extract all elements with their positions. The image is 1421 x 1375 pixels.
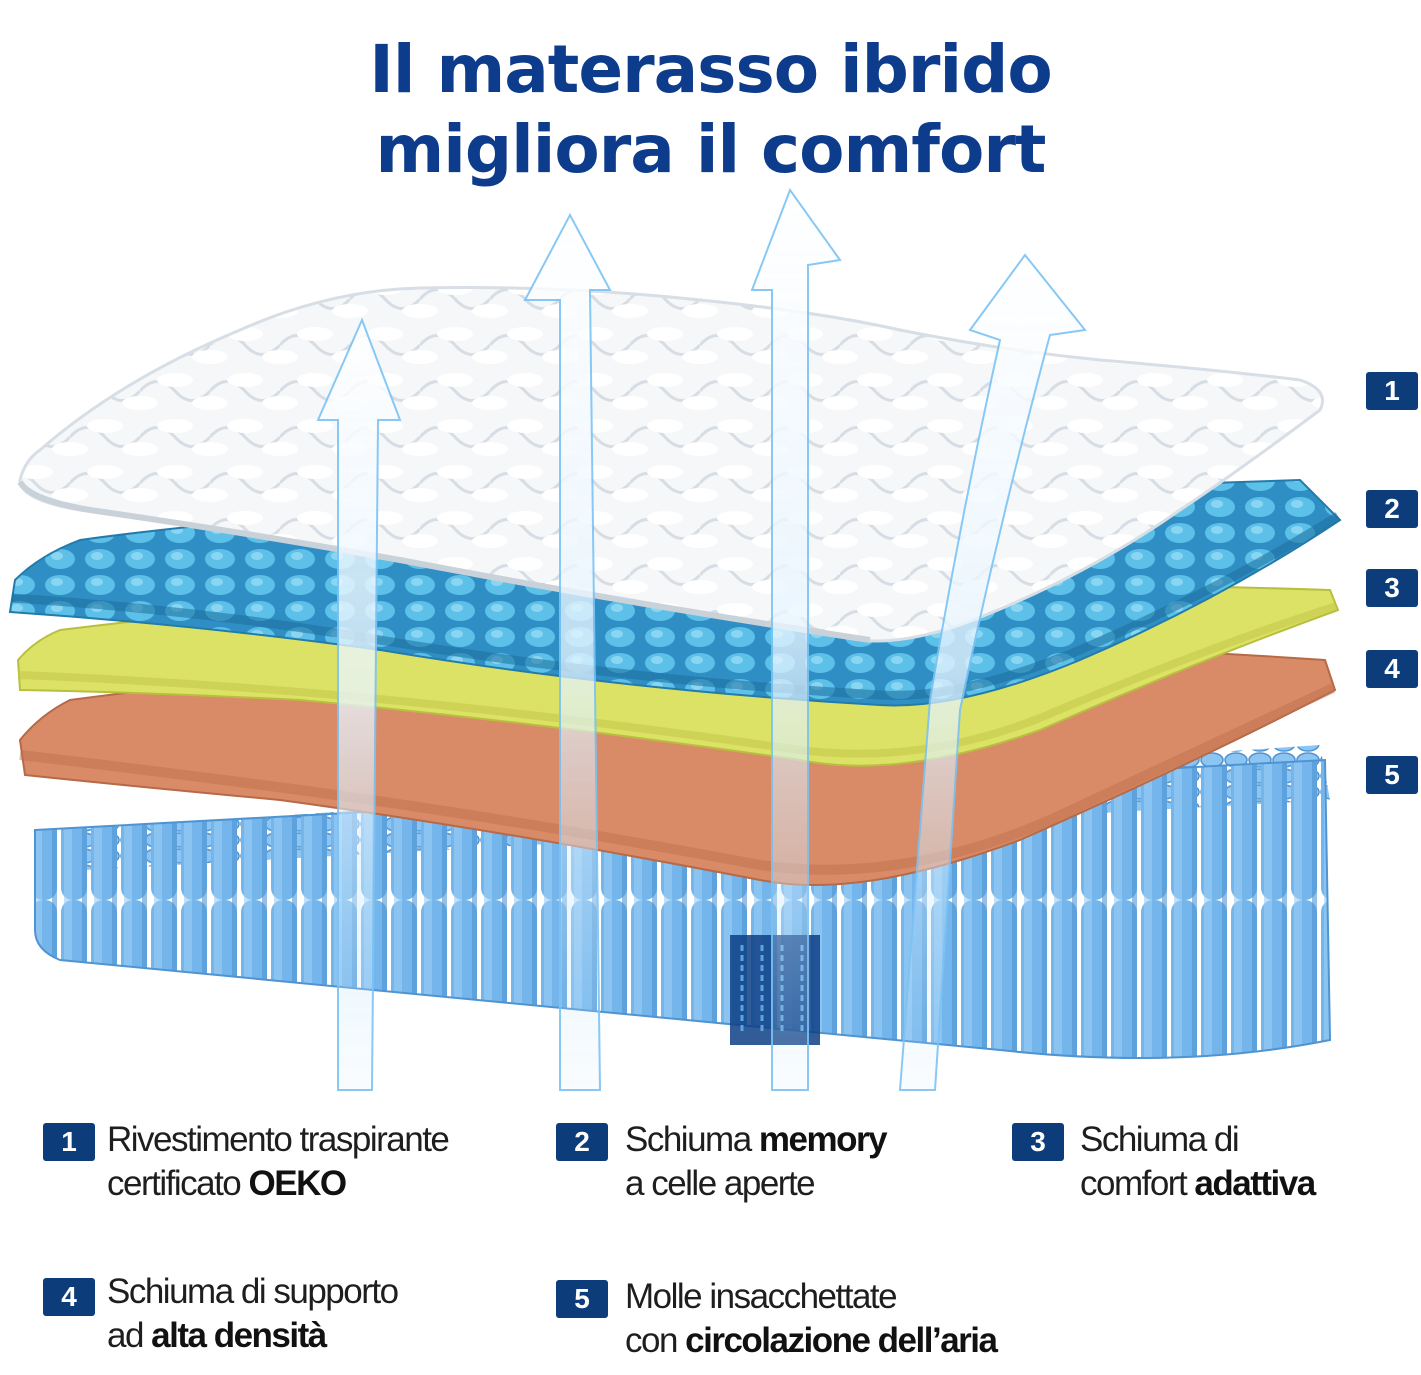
- legend-item-1-line-2: certificato: [107, 1164, 249, 1203]
- legend-item-4-line-1: Schiuma di supporto: [107, 1272, 399, 1311]
- legend-item-3-bold: adattiva: [1194, 1164, 1316, 1203]
- legend-badge-3: 3: [1012, 1123, 1064, 1161]
- legend-item-4-bold: alta densità: [151, 1316, 327, 1355]
- side-badge-5: 5: [1366, 756, 1418, 794]
- legend-item-5: Molle insacchettate con circolazione del…: [625, 1275, 998, 1363]
- airflow-arrows: [316, 187, 1087, 1091]
- legend-item-1: Rivestimento traspirante certificato OEK…: [107, 1118, 450, 1206]
- legend-item-5-line-2: con: [625, 1321, 686, 1360]
- title-line-1: Il materasso ibrido: [369, 31, 1052, 108]
- legend-item-3-line-1: Schiuma di: [1080, 1120, 1240, 1159]
- mattress-layers-illustration: [8, 187, 1342, 1091]
- side-badge-1: 1: [1366, 372, 1418, 410]
- airflow-arrow-icon: [316, 317, 402, 1091]
- legend-badge-2: 2: [556, 1123, 608, 1161]
- legend-item-5-bold: circolazione dell’aria: [685, 1321, 998, 1360]
- legend-item-2-line-1: Schiuma: [625, 1120, 759, 1159]
- legend-item-5-line-1: Molle insacchettate: [625, 1277, 898, 1316]
- legend-item-2-bold: memory: [758, 1120, 888, 1159]
- legend-item-1-bold: OEKO: [248, 1164, 348, 1203]
- side-badge-2: 2: [1366, 490, 1418, 528]
- legend-item-2-line-2: a celle aperte: [625, 1164, 816, 1203]
- legend-item-2: Schiuma memory a celle aperte: [625, 1118, 888, 1206]
- legend-badge-4: 4: [43, 1278, 95, 1316]
- legend-badge-1: 1: [43, 1123, 95, 1161]
- airflow-arrow-icon: [750, 187, 842, 1091]
- legend-item-3: Schiuma di comfort adattiva: [1080, 1118, 1316, 1206]
- airflow-arrow-icon: [523, 212, 612, 1091]
- legend-item-3-line-2: comfort: [1080, 1164, 1195, 1203]
- airflow-arrow-icon: [898, 253, 1087, 1091]
- legend-badge-5: 5: [556, 1280, 608, 1318]
- legend-item-4: Schiuma di supporto ad alta densità: [107, 1270, 399, 1358]
- side-badge-4: 4: [1366, 650, 1418, 688]
- side-badge-3: 3: [1366, 569, 1418, 607]
- title-line-2: migliora il comfort: [375, 111, 1047, 188]
- legend-item-1-line-1: Rivestimento traspirante: [107, 1120, 450, 1159]
- legend-item-4-line-2: ad: [107, 1316, 152, 1355]
